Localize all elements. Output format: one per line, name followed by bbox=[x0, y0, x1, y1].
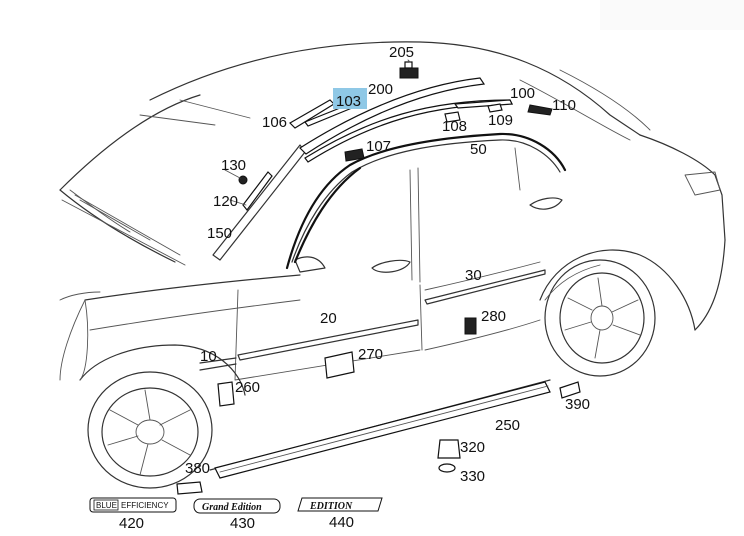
label-320: 320 bbox=[460, 439, 485, 456]
label-440: 440 bbox=[329, 514, 354, 531]
label-30: 30 bbox=[465, 267, 482, 284]
rear-wheel bbox=[544, 259, 656, 377]
badge-edition: EDITION bbox=[297, 497, 383, 512]
label-107: 107 bbox=[366, 138, 391, 155]
svg-text:Grand Edition: Grand Edition bbox=[202, 502, 262, 513]
badge-grand-edition: Grand Edition bbox=[193, 498, 281, 514]
highlight-103 bbox=[333, 88, 367, 109]
label-380: 380 bbox=[185, 460, 210, 477]
part-labels: 205 200 103 100 110 106 108 109 107 50 1… bbox=[119, 44, 590, 532]
label-205: 205 bbox=[389, 44, 414, 61]
label-108: 108 bbox=[442, 118, 467, 135]
label-10: 10 bbox=[200, 348, 217, 365]
car-outline bbox=[59, 41, 726, 489]
label-150: 150 bbox=[207, 225, 232, 242]
label-50: 50 bbox=[470, 141, 487, 158]
label-260: 260 bbox=[235, 379, 260, 396]
svg-text:EFFICIENCY: EFFICIENCY bbox=[121, 501, 169, 510]
label-130: 130 bbox=[221, 157, 246, 174]
badge-blue-efficiency: BLUE EFFICIENCY bbox=[89, 497, 177, 513]
label-390: 390 bbox=[565, 396, 590, 413]
svg-text:EDITION: EDITION bbox=[309, 501, 353, 512]
label-103: 103 bbox=[336, 93, 361, 110]
sill-parts bbox=[176, 317, 581, 495]
label-20: 20 bbox=[320, 310, 337, 327]
badges: BLUE EFFICIENCY Grand Edition EDITION bbox=[89, 497, 383, 514]
label-250: 250 bbox=[495, 417, 520, 434]
leader-lines bbox=[224, 59, 411, 206]
svg-text:BLUE: BLUE bbox=[96, 501, 117, 510]
label-420: 420 bbox=[119, 515, 144, 532]
label-270: 270 bbox=[358, 346, 383, 363]
label-430: 430 bbox=[230, 515, 255, 532]
label-110: 110 bbox=[552, 97, 576, 114]
front-wheel bbox=[87, 371, 213, 489]
roof-moulding-parts bbox=[238, 61, 553, 264]
label-120: 120 bbox=[213, 193, 238, 210]
label-100: 100 bbox=[510, 85, 535, 102]
label-280: 280 bbox=[481, 308, 506, 325]
label-106: 106 bbox=[262, 114, 287, 131]
label-200: 200 bbox=[368, 81, 393, 98]
label-330: 330 bbox=[460, 468, 485, 485]
label-109: 109 bbox=[488, 112, 513, 129]
background-fade bbox=[600, 0, 744, 30]
